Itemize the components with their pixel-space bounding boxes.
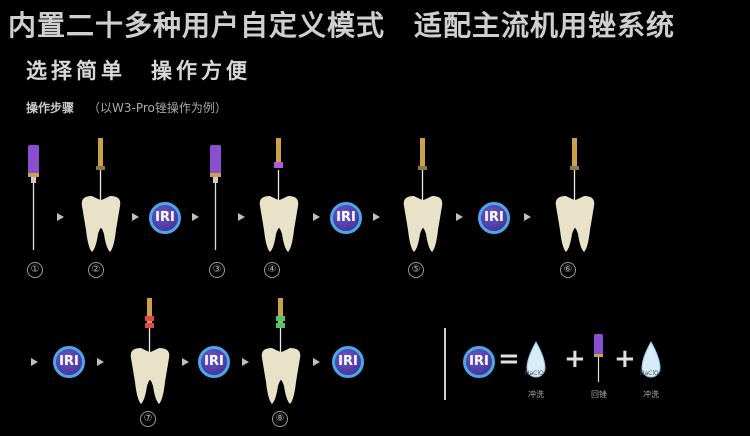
step-number-4: ④ <box>264 262 280 278</box>
naclo-label: NaClO <box>525 370 544 377</box>
naclo-drop-icon <box>526 340 546 378</box>
plus-sign: + <box>614 344 636 374</box>
arrow-icon <box>238 213 245 221</box>
page-title: 内置二十多种用户自定义模式 适配主流机用锉系统 <box>8 9 676 42</box>
iri-irrigation-icon: IRI <box>478 202 510 234</box>
tooth-with-file-icon <box>261 298 301 404</box>
hand-file-icon <box>594 334 603 382</box>
arrow-icon <box>373 213 380 221</box>
iri-irrigation-icon: IRI <box>330 202 362 234</box>
step-number-6: ⑥ <box>560 262 576 278</box>
tooth-with-file-icon <box>403 138 443 252</box>
tooth-with-file-icon <box>259 138 299 252</box>
equals-sign: = <box>498 344 520 374</box>
arrow-icon <box>31 358 38 366</box>
naclo-drop-icon <box>641 340 661 378</box>
arrow-icon <box>192 213 199 221</box>
arrow-icon <box>313 213 320 221</box>
step-number-7: ⑦ <box>140 411 156 427</box>
recap-caption: 回锉 <box>591 390 607 399</box>
hand-file-icon <box>210 145 221 250</box>
steps-note: （以W3-Pro锉操作为例） <box>88 101 227 115</box>
arrow-icon <box>182 358 189 366</box>
iri-legend-icon: IRI <box>463 346 495 378</box>
rinse-caption: 冲洗 <box>528 390 544 399</box>
steps-heading: 操作步骤 （以W3-Pro锉操作为例） <box>26 99 227 116</box>
page-subtitle: 选择简单 操作方便 <box>26 59 251 83</box>
steps-label: 操作步骤 <box>26 101 75 115</box>
arrow-icon <box>132 213 139 221</box>
arrow-icon <box>57 213 64 221</box>
step-number-3: ③ <box>209 262 225 278</box>
step-number-8: ⑧ <box>272 411 288 427</box>
iri-irrigation-icon: IRI <box>198 346 230 378</box>
iri-irrigation-icon: IRI <box>149 202 181 234</box>
iri-irrigation-icon: IRI <box>53 346 85 378</box>
arrow-icon <box>242 358 249 366</box>
naclo-label: NaClO <box>640 370 659 377</box>
rinse-caption: 冲洗 <box>643 390 659 399</box>
arrow-icon <box>313 358 320 366</box>
arrow-icon <box>524 213 531 221</box>
hand-file-icon <box>28 145 39 250</box>
iri-irrigation-icon: IRI <box>332 346 364 378</box>
tooth-with-file-icon <box>555 138 595 252</box>
legend-divider <box>444 328 446 400</box>
tooth-with-file-icon <box>81 138 121 252</box>
step-number-5: ⑤ <box>408 262 424 278</box>
tooth-with-file-icon <box>130 298 170 404</box>
step-number-2: ② <box>88 262 104 278</box>
plus-sign: + <box>564 344 586 374</box>
step-number-1: ① <box>27 262 43 278</box>
arrow-icon <box>97 358 104 366</box>
arrow-icon <box>456 213 463 221</box>
